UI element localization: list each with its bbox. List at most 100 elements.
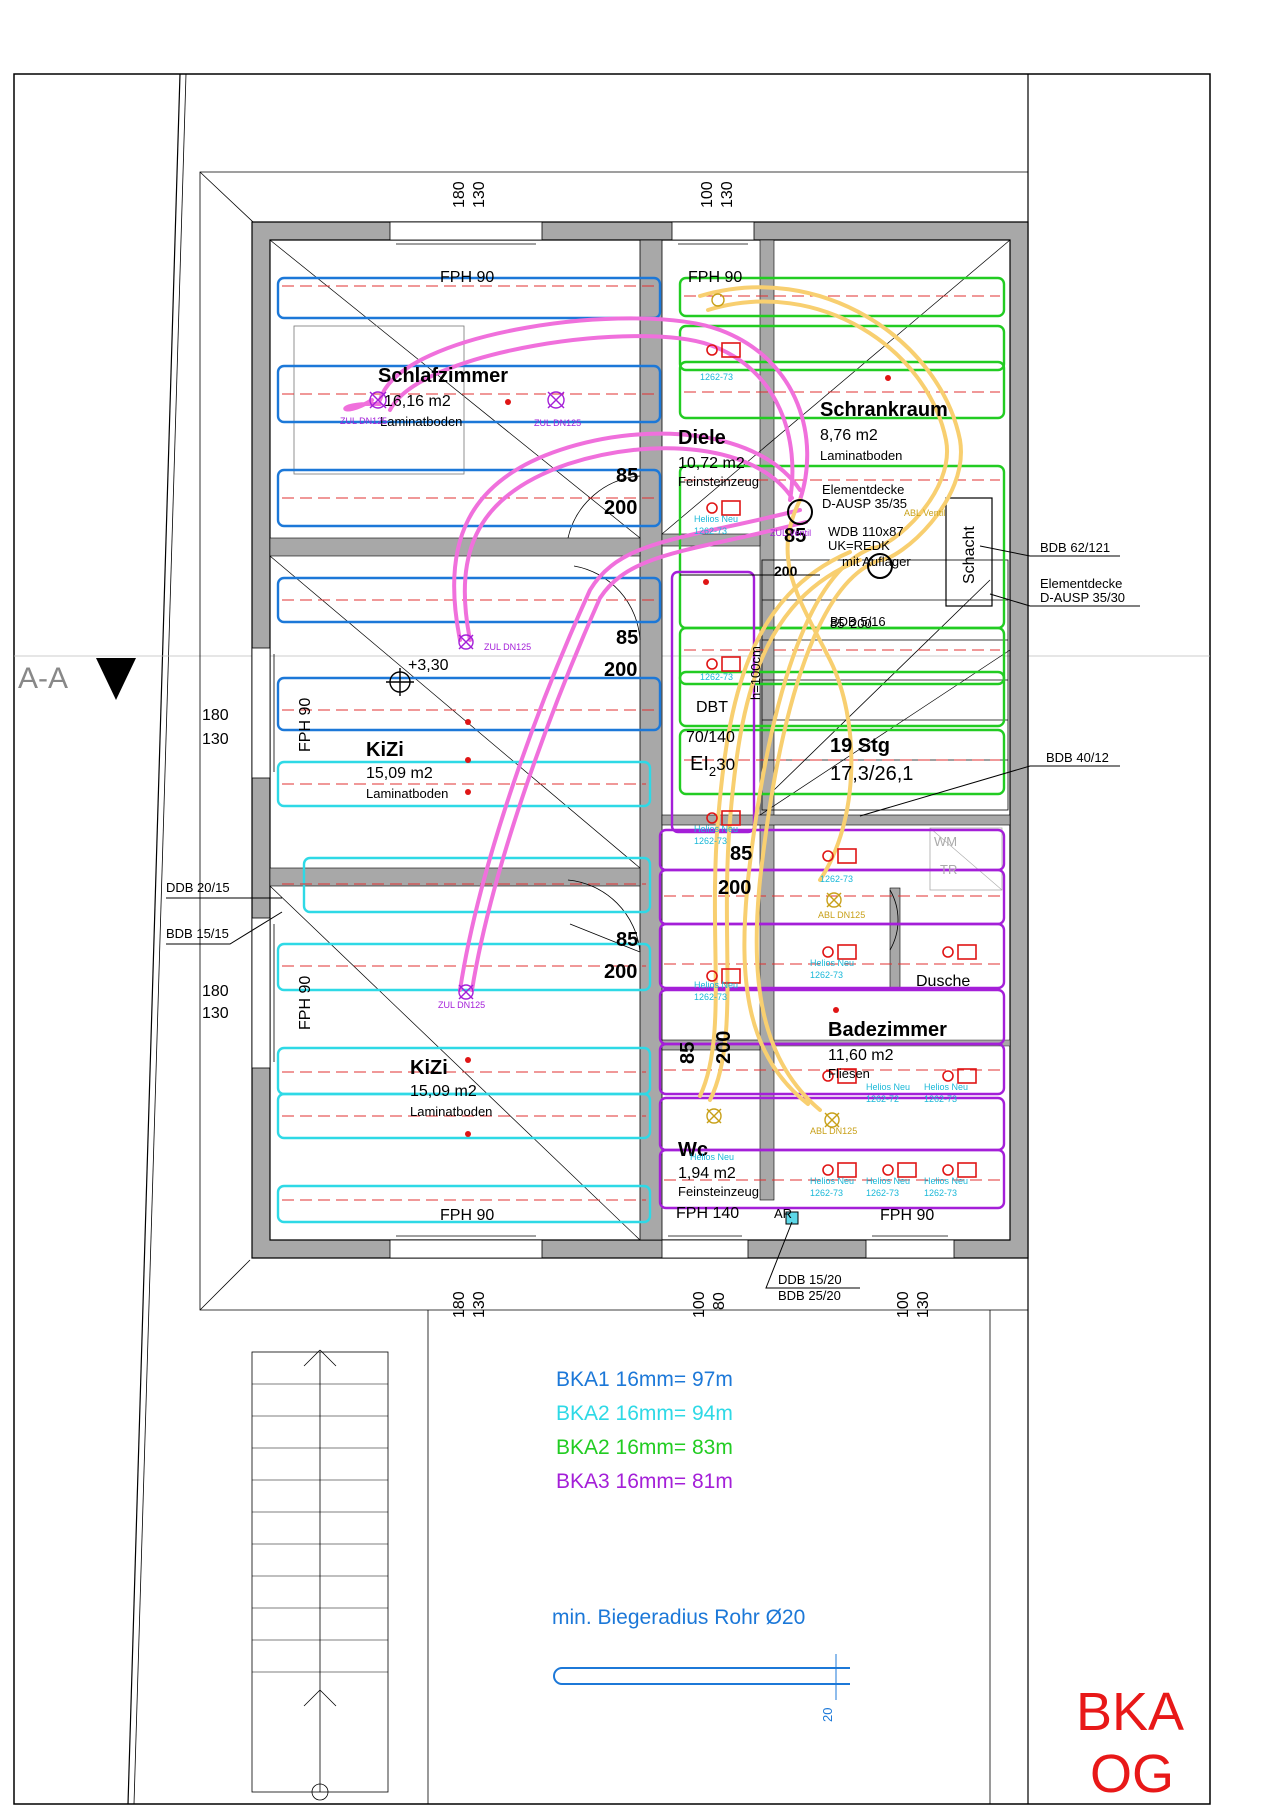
property-line-2	[133, 73, 187, 1805]
heater-label-2: Helios Neu	[694, 514, 738, 524]
callout-bdb-25-20: BDB 25/20	[778, 1288, 841, 1303]
door-b-width: 85	[616, 627, 638, 649]
bend-radius-pipe	[553, 1667, 850, 1685]
heater-model-1: 1262-73	[700, 372, 733, 382]
callout-elementdecke: Elementdecke	[1040, 576, 1122, 591]
room-diele-area: 10,72 m2	[678, 455, 745, 472]
window-left-2: FPH 90	[297, 976, 314, 1030]
room-schacht-name: Schacht	[961, 526, 978, 584]
valve-abl-1: ABL DN125	[818, 910, 865, 920]
dbt-class-rating: 30	[716, 755, 735, 774]
dim-bottom-3a: 100	[895, 1291, 912, 1318]
interior-wall-2	[269, 867, 641, 887]
window-bottom-right: FPH 90	[880, 1207, 934, 1224]
heater-symbols	[706, 342, 977, 1178]
bend-radius-dimension	[800, 1654, 850, 1700]
drawing-frame	[13, 73, 1211, 1805]
heating-loop-bka1	[276, 276, 662, 732]
room-wc-floor: Feinsteinzeug	[678, 1184, 759, 1199]
door-b-height: 200	[604, 659, 637, 681]
heater-model-5: 1262-73	[820, 874, 853, 884]
callout-leaders	[166, 545, 1140, 1289]
room-kizi2-floor: Laminatboden	[410, 1104, 492, 1119]
valve-abl-2: ABL DN125	[810, 1126, 857, 1136]
tr-label: TR	[940, 862, 957, 877]
heater-label-12: Helios Neu	[866, 1176, 910, 1186]
room-schrankraum-name: Schrankraum	[820, 399, 948, 421]
stair-treads	[252, 1383, 388, 1673]
door-f-height: 200	[774, 563, 798, 579]
room-kizi2-area: 15,09 m2	[410, 1083, 477, 1100]
section-label: A-A	[18, 662, 68, 695]
dim-top-1a: 180	[451, 181, 468, 208]
dbt-size: 70/140	[686, 729, 735, 746]
heater-model-9: 1262-73	[924, 1094, 957, 1104]
window-bottom-mid: FPH 140	[676, 1205, 739, 1222]
window-openings	[251, 221, 955, 1259]
room-schrankraum-floor: Laminatboden	[820, 448, 902, 463]
heating-loop-bka2-cyan	[276, 760, 652, 1224]
callout-uk: UK=REDK	[828, 538, 890, 553]
dbt-label: DBT	[696, 699, 728, 716]
heater-model-8: 1262-72	[866, 1094, 899, 1104]
callout-bdb-40-12: BDB 40/12	[1046, 750, 1109, 765]
plan-id-line1: BKA	[1076, 1682, 1184, 1742]
heater-model-11: 1262-73	[810, 1188, 843, 1198]
dim-bottom-2b: 80	[711, 1292, 728, 1310]
door-g-height: 200	[850, 616, 872, 631]
ventilation-exhaust-ducts	[698, 285, 963, 1112]
room-kizi2-name: KiZi	[410, 1057, 448, 1079]
dim-bottom-2a: 100	[691, 1291, 708, 1318]
ventilation-supply-ducts	[343, 316, 810, 992]
heater-label-4: Helios Neu	[694, 824, 738, 834]
legend-bka3: BKA3 16mm= 81m	[556, 1470, 733, 1493]
callout-daus-35-30: D-AUSP 35/30	[1040, 590, 1125, 605]
wm-label: WM	[934, 834, 957, 849]
heater-label-7: Helios Neu	[694, 980, 738, 990]
interior-wall-vertical	[639, 239, 663, 1241]
heating-zone-dashes	[282, 285, 1000, 1201]
callout-ddb-20-15: DDB 20/15	[166, 880, 230, 895]
room-schlafzimmer-area: 16,16 m2	[384, 393, 451, 410]
room-schlafzimmer-floor: Laminatboden	[380, 414, 462, 429]
interior-wall-4	[661, 814, 1011, 826]
window-left-1: FPH 90	[297, 698, 314, 752]
room-kizi1-area: 15,09 m2	[366, 765, 433, 782]
roof-ridge-b	[199, 1259, 251, 1311]
callout-bdb-62-121: BDB 62/121	[1040, 540, 1110, 555]
heater-model-3: 1262-73	[700, 672, 733, 682]
dim-top-2b: 130	[719, 181, 736, 208]
wm-tr-box	[929, 827, 1003, 891]
valve-abl-ventil: ABL Ventil	[904, 508, 945, 518]
legend-bka1: BKA1 16mm= 97m	[556, 1368, 733, 1391]
room-badezimmer-area: 11,60 m2	[828, 1047, 894, 1064]
window-top-left: FPH 90	[440, 269, 494, 286]
heating-loop-bka2-green	[678, 276, 1006, 796]
heater-label-6: Helios Neu	[810, 958, 854, 968]
exhaust-terminals	[706, 293, 842, 1128]
room-diele-name: Diele	[678, 427, 726, 449]
window-top-mid: FPH 90	[688, 269, 742, 286]
valve-zul-1: ZUL DN125	[340, 416, 387, 426]
bend-note: min. Biegeradius Rohr Ø20	[552, 1606, 805, 1629]
valve-zul-2: ZUL DN125	[534, 418, 581, 428]
window-sills	[273, 243, 948, 1237]
room-kizi1-name: KiZi	[366, 739, 404, 761]
valve-zul-4: ZUL DN125	[438, 1000, 485, 1010]
callout-elementdecke-in: Elementdecke	[822, 482, 904, 497]
room-badezimmer-name: Badezimmer	[828, 1019, 947, 1041]
elevation-marker	[386, 668, 414, 696]
room-kizi1-floor: Laminatboden	[366, 786, 448, 801]
room-dusche-name: Dusche	[916, 973, 970, 990]
section-arrow	[96, 658, 136, 700]
legend-bka2-green: BKA2 16mm= 83m	[556, 1436, 733, 1459]
door-e-height: 200	[713, 1031, 735, 1064]
roof-outline	[199, 171, 1028, 1311]
door-e-width: 85	[677, 1042, 699, 1064]
elevation-label: +3,30	[408, 657, 449, 674]
dim-top-1b: 130	[471, 181, 488, 208]
door-a-width: 85	[616, 465, 638, 487]
heater-model-7: 1262-73	[694, 992, 727, 1002]
door-f-width: 85	[784, 525, 806, 547]
